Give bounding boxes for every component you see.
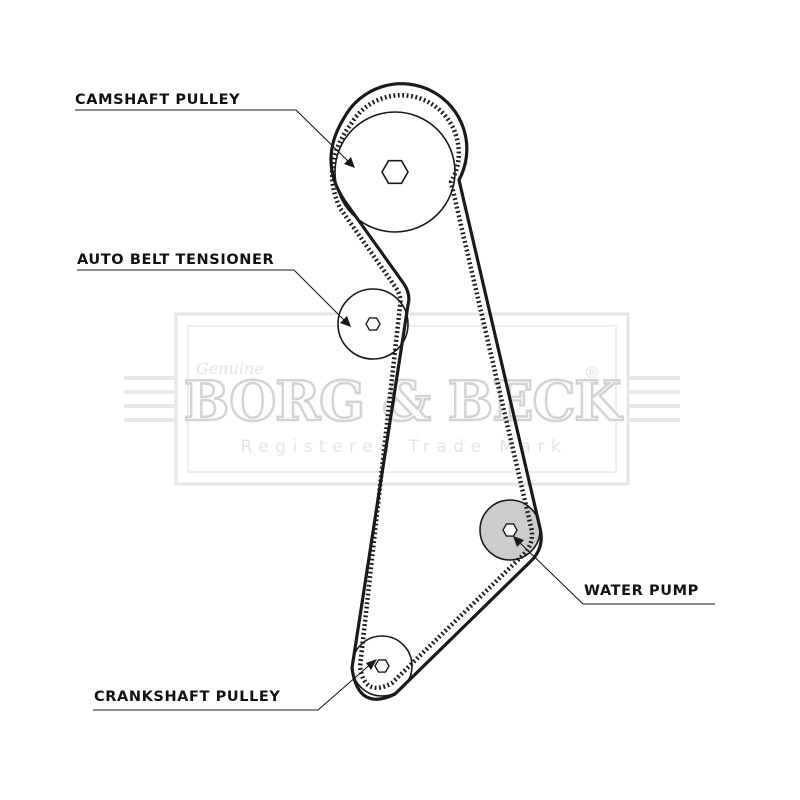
crankshaft-leader-line [93,661,374,711]
timing-belt [329,82,543,701]
auto-belt-tensioner [337,288,409,360]
auto-belt-tensioner-label: AUTO BELT TENSIONER [77,252,274,268]
callouts [75,109,715,711]
brand-watermark: Genuine BORG & BECK ® Registered Trade M… [124,312,680,486]
watermark-registered-mark: ® [584,363,600,382]
watermark-brand-text: BORG & BECK [184,369,624,433]
timing-belt-outer [329,82,543,701]
tensioner-arrow-icon [340,316,351,327]
timing-belt-teeth [329,92,535,691]
watermark-subtitle-text: Registered Trade Mark [241,437,568,457]
camshaft-pulley [334,111,456,233]
water-pump-arrow-icon [513,536,524,547]
callout-arrowheads [340,157,524,670]
crankshaft-arrow-icon [366,659,377,670]
watermark-left-lines [124,376,176,422]
camshaft-pulley-label: CAMSHAFT PULLEY [75,92,240,108]
camshaft-hex-bolt-icon [381,159,409,185]
tensioner-hex-bolt-icon [365,317,381,331]
water-pump-leader-line [515,538,715,605]
water-pump-label: WATER PUMP [584,583,699,599]
watermark-right-lines [628,376,680,422]
water-pump-hex-bolt-icon [502,523,518,537]
water-pump [479,499,541,561]
camshaft-arrow-icon [344,157,355,168]
camshaft-leader-line [75,109,353,166]
crankshaft-hex-bolt-icon [374,659,390,673]
tensioner-leader-line [77,269,349,325]
watermark-script-text: Genuine [196,359,264,378]
crankshaft-pulley-label: CRANKSHAFT PULLEY [94,689,281,705]
